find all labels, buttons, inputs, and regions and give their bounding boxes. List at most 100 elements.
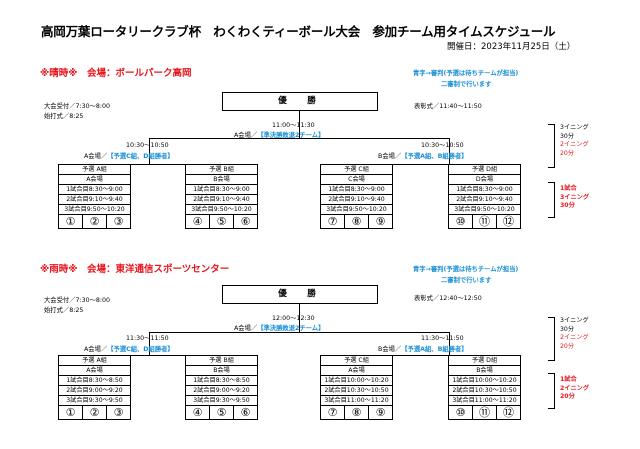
- semi-right-venue: B会場／【予選A組、B組勝者】: [378, 345, 468, 355]
- final-bracket: [149, 332, 449, 333]
- group-round-1: 1試合目8:30～9:00: [59, 185, 130, 195]
- final-venue: A会場／【準決勝敗退2チーム】: [234, 324, 324, 334]
- group-round-2: 2試合目10:30～10:50: [321, 386, 392, 396]
- group-round-1: 1試合目8:30～9:00: [449, 185, 520, 195]
- semi-left-stem: [149, 138, 150, 164]
- umpire-note-line1: 青字→審判(予選は待ちチームが担当): [413, 266, 519, 273]
- final-bracket: [149, 138, 449, 139]
- rule-line: 20分: [560, 393, 575, 400]
- team-11: ⑪: [473, 406, 497, 419]
- semi-right-bracket: [358, 355, 485, 356]
- group-name: 予選 C組: [321, 165, 392, 175]
- team-1: ①: [59, 406, 83, 419]
- semi-left-referee: 【予選C組、D組勝者】: [107, 346, 174, 353]
- group-round-2: 2試合目9:10～9:40: [59, 195, 130, 205]
- final-time: 12:00～12:30: [272, 315, 315, 322]
- team-2: ②: [83, 406, 107, 419]
- group-d: 予選 D組 B会場 1試合目10:00～10:20 2試合目10:30～10:5…: [448, 355, 521, 420]
- group-round-2: 2試合目10:30～10:50: [449, 386, 520, 396]
- page-title: 高岡万葉ロータリークラブ杯 わくわくティーボール大会 参加チーム用タイムスケジュ…: [41, 24, 556, 39]
- award-time: 表彰式／11:40～11:50: [414, 103, 482, 110]
- opening-time: 始打式／8:25: [44, 113, 84, 120]
- group-round-2: 2試合目9:10～9:40: [186, 195, 257, 205]
- group-round-1: 1試合目8:30～8:50: [59, 376, 130, 386]
- umpire-note-line2: 二審制で行います: [441, 277, 492, 284]
- reception-time: 大会受付／7:30～8:00: [44, 297, 111, 304]
- event-date: 開催日：2023年11月25日（土）: [447, 42, 576, 52]
- group-name: 予選 D組: [449, 356, 520, 366]
- group-venue: B会場: [186, 366, 257, 376]
- group-round-1: 1試合目8:30～8:50: [186, 376, 257, 386]
- group-round-1: 1試合目10:00～10:20: [321, 376, 392, 386]
- reception-time: 大会受付／7:30～8:00: [44, 103, 111, 110]
- semi-right-venue: B会場／【予選A組、B組勝者】: [378, 152, 468, 162]
- team-10: ⑩: [449, 406, 473, 419]
- group-name: 予選 B組: [186, 356, 257, 366]
- team-11: ⑪: [473, 215, 497, 228]
- semi-left-venue: A会場／【予選C組、D組勝者】: [84, 152, 174, 162]
- rule-note-top: 3イニング 30分 2イニング 20分: [560, 317, 589, 351]
- semi-left-bracket: [94, 164, 221, 165]
- group-round-3: 3試合目9:30～9:50: [59, 396, 130, 406]
- team-12: ⑫: [503, 406, 514, 419]
- semi-left-bracket: [94, 355, 221, 356]
- rule-bracket-top: [548, 317, 555, 361]
- semi-right-venue-label: B会場／: [378, 346, 402, 353]
- rule-note-bottom: 1試合 3イニング 30分: [560, 185, 589, 211]
- semi-right-stem: [449, 332, 450, 355]
- semi-left-time: 10:30～10:50: [126, 142, 169, 149]
- rule-note-bottom: 1試合 2イニング 20分: [560, 376, 589, 402]
- semi-right-referee: 【予選A組、B組勝者】: [401, 346, 468, 353]
- group-c: 予選 C組 A会場 1試合目10:00～10:20 2試合目10:30～10:5…: [320, 355, 393, 420]
- group-round-3: 3試合目11:00～11:20: [449, 396, 520, 406]
- group-name: 予選 B組: [186, 165, 257, 175]
- group-venue: B会場: [186, 175, 257, 185]
- team-8: ⑧: [345, 215, 369, 228]
- team-1: ①: [59, 215, 83, 228]
- group-round-3: 3試合目9:50～10:20: [186, 205, 257, 215]
- semi-right-venue-label: B会場／: [378, 153, 402, 160]
- group-round-1: 1試合目8:30～9:00: [186, 185, 257, 195]
- rule-note-top: 3イニング 30分 2イニング 20分: [560, 124, 589, 158]
- group-name: 予選 A組: [59, 356, 130, 366]
- team-4: ④: [186, 215, 210, 228]
- semi-left-time: 11:30～11:50: [126, 335, 169, 342]
- rule-line: 30分: [560, 325, 575, 333]
- rule-line: 30分: [560, 202, 575, 209]
- group-round-3: 3試合目9:50～10:20: [59, 205, 130, 215]
- semi-right-time: 11:30～11:50: [421, 335, 464, 342]
- final-time: 11:00～11:30: [272, 122, 315, 129]
- umpire-note-line1: 青字→審判(予選は待ちチームが担当): [413, 70, 519, 77]
- group-venue: D会場: [449, 175, 520, 185]
- rule-line: 20分: [560, 149, 575, 157]
- semi-right-stem: [449, 138, 450, 164]
- team-12: ⑫: [503, 215, 514, 228]
- semi-left-stem: [149, 332, 150, 355]
- group-c: 予選 C組 C会場 1試合目8:30～9:00 2試合目9:10～9:40 3試…: [320, 164, 393, 229]
- group-round-1: 1試合目8:30～9:00: [321, 185, 392, 195]
- group-round-2: 2試合目9:10～9:40: [449, 195, 520, 205]
- group-b: 予選 B組 B会場 1試合目8:30～9:00 2試合目9:10～9:40 3試…: [185, 164, 258, 229]
- semi-right-time: 10:30～10:50: [421, 142, 464, 149]
- semi-right-bracket: [358, 164, 485, 165]
- rule-line: 3イニング: [560, 317, 589, 324]
- rule-line: 3イニング: [560, 193, 590, 201]
- group-venue: A会場: [321, 366, 392, 376]
- group-name: 予選 C組: [321, 356, 392, 366]
- final-stem: [299, 111, 300, 138]
- group-round-1: 1試合目10:00～10:20: [449, 376, 520, 386]
- section-heading: ※雨時※ 会場：東洋通信スポーツセンター: [40, 264, 230, 275]
- team-9: ⑨: [375, 406, 386, 419]
- group-round-2: 2試合目9:10～9:40: [321, 195, 392, 205]
- rule-line: 20分: [560, 342, 575, 350]
- group-venue: A会場: [59, 366, 130, 376]
- rule-bracket-top: [548, 124, 555, 168]
- group-b: 予選 B組 B会場 1試合目8:30～8:50 2試合目9:00～9:20 3試…: [185, 355, 258, 420]
